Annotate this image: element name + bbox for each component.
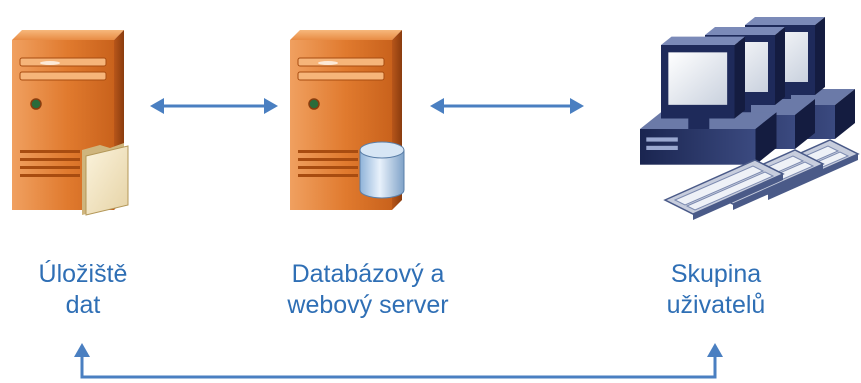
folder-icon (82, 143, 129, 216)
file-server-icon (11, 29, 129, 216)
users-label-line-1: Skupina (670, 260, 762, 288)
server-label: Databázový a webový server (268, 259, 468, 321)
arrow-storage-server (150, 98, 278, 114)
workstation-group-icon (640, 17, 859, 221)
database-cylinder-icon (359, 141, 405, 199)
storage-label-line-1: Úložiště (38, 260, 128, 288)
arrow-server-users (430, 98, 584, 114)
storage-label-line-2: dat (65, 291, 101, 319)
users-label: Skupina uživatelů (636, 259, 796, 321)
server-label-line-2: webový server (287, 291, 449, 319)
users-label-line-2: uživatelů (666, 291, 766, 319)
arrow-storage-users (74, 343, 723, 379)
storage-label: Úložiště dat (10, 259, 156, 321)
database-server-icon (289, 29, 405, 211)
server-label-line-1: Databázový a (291, 260, 445, 288)
